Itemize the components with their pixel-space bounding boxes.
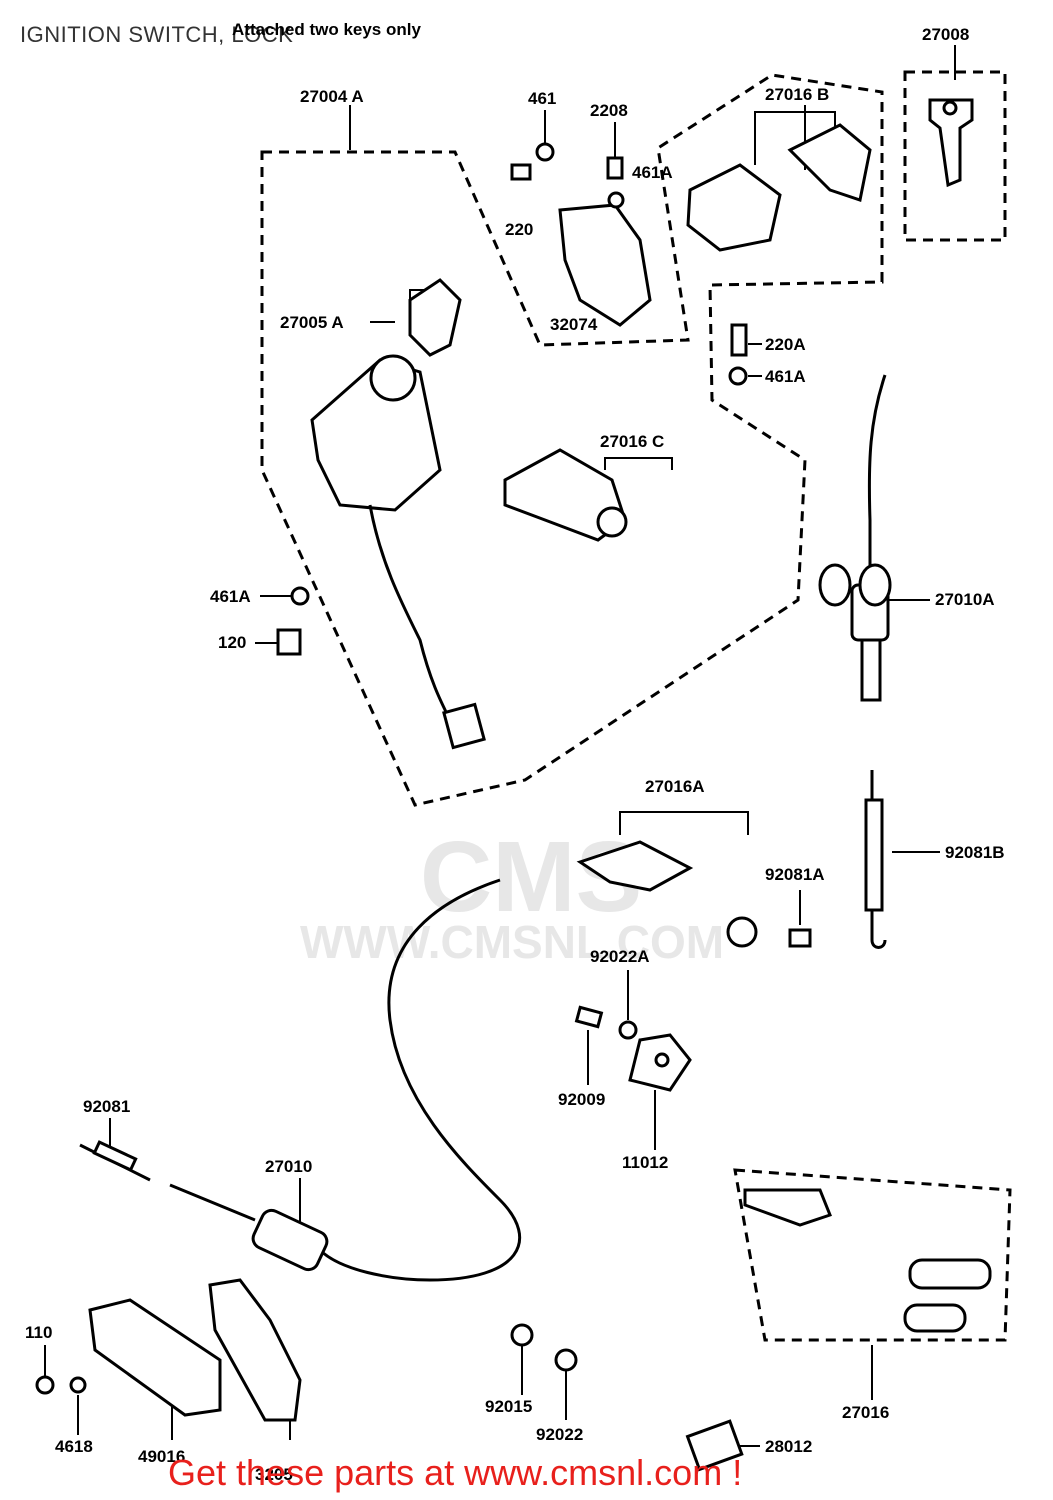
label-461a-mid: 461A: [765, 367, 806, 386]
footer-link[interactable]: Get these parts at www.cmsnl.com !: [168, 1452, 743, 1493]
spring-92081-coil: [92, 1140, 138, 1172]
label-92081: 92081: [83, 1097, 130, 1116]
bolt-110: [35, 1375, 55, 1395]
part-shapes: [35, 98, 992, 1472]
ignition-connector: [442, 702, 486, 750]
label-28012: 28012: [765, 1437, 812, 1456]
key-pair-27005a: [408, 278, 462, 357]
label-461a-left: 461A: [210, 587, 251, 606]
bolt-220a: [730, 323, 748, 357]
bracket-49016: [88, 1298, 222, 1417]
label-461a-top: 461A: [632, 163, 673, 182]
page-title: IGNITION SWITCH, LOCK: [20, 22, 294, 47]
switch-27010-shaft: [169, 1183, 256, 1222]
label-11012: 11012: [622, 1153, 668, 1172]
label-92022a: 92022A: [590, 947, 650, 966]
keys-note: Attached two keys only: [232, 20, 421, 39]
key-27016a: [576, 840, 694, 892]
spring-92081b-coil: [864, 798, 884, 912]
label-220: 220: [505, 220, 533, 239]
label-27008: 27008: [922, 25, 969, 44]
leader-lines: [44, 45, 956, 1447]
washer-92015: [510, 1323, 534, 1347]
lockset-27016-part-c: [908, 1258, 992, 1290]
seat-lock-cylinder: [596, 506, 628, 538]
label-92081a: 92081A: [765, 865, 825, 884]
label-27010: 27010: [265, 1157, 312, 1176]
label-220a: 220A: [765, 335, 806, 354]
ignition-key-cylinder: [369, 354, 417, 402]
label-120: 120: [218, 633, 246, 652]
group-outlines: [260, 70, 1012, 1342]
washer-92022: [554, 1348, 578, 1372]
bolt-2208: [606, 156, 624, 180]
label-32074: 32074: [550, 315, 598, 334]
lock-bracket-32074: [558, 203, 652, 327]
label-92015: 92015: [485, 1397, 532, 1416]
label-92081b: 92081B: [945, 843, 1005, 862]
washer-4618: [69, 1376, 87, 1394]
part-labels: 27008 27004 A 461 2208 461A 27016 B 220 …: [25, 25, 1005, 1484]
bolt-220: [510, 163, 532, 181]
label-49016: 49016: [138, 1447, 185, 1466]
label-27016c: 27016 C: [600, 432, 664, 451]
label-27016: 27016: [842, 1403, 889, 1422]
main-cable: [318, 878, 521, 1282]
lockset-27016-cylinder-a: [818, 563, 852, 607]
watermark-url: WWW.CMSNL.COM: [300, 916, 725, 968]
nut-461a-top: [607, 191, 625, 209]
collar-92081a: [726, 916, 758, 948]
label-27010a: 27010A: [935, 590, 995, 609]
switch-27010-body: [251, 1208, 329, 1272]
bracket-3205: [208, 1278, 302, 1422]
label-461: 461: [528, 89, 556, 108]
outline-27004a-group: [260, 73, 884, 807]
label-27004a: 27004 A: [300, 87, 364, 106]
label-27005a: 27005 A: [280, 313, 344, 332]
lockset-27016-cylinder-b: [858, 563, 892, 607]
key-27008-hole: [942, 100, 958, 116]
washer-92022a: [618, 1020, 638, 1040]
key-27008: [928, 98, 974, 188]
bolt-92081a: [788, 928, 812, 948]
label-92022: 92022: [536, 1425, 583, 1444]
nut-461a-mid: [728, 366, 748, 386]
cap-28012: [685, 1419, 744, 1472]
label-3205: 3205: [255, 1465, 293, 1484]
bolt-120: [276, 628, 302, 656]
label-27016a: 27016A: [645, 777, 705, 796]
switch-27010a-wire: [867, 374, 887, 585]
label-110: 110: [25, 1323, 52, 1342]
switch-27010a-tip: [860, 638, 882, 702]
spring-92081b: [870, 770, 887, 949]
lockset-27016-part-d: [903, 1303, 967, 1333]
bolt-92009: [574, 1005, 604, 1029]
label-27016b: 27016 B: [765, 85, 829, 104]
label-4618: 4618: [55, 1437, 93, 1456]
nut-461: [535, 142, 555, 162]
lockset-27016-key: [743, 1188, 832, 1227]
bracket-11012-hole: [654, 1052, 670, 1068]
key-pair-27016b: [787, 123, 872, 202]
steering-lock-body: [686, 163, 782, 252]
label-92009: 92009: [558, 1090, 605, 1109]
outline-27016-box: [733, 1168, 1012, 1342]
nut-461a-left: [290, 586, 310, 606]
label-2208: 2208: [590, 101, 628, 120]
ignition-switch-wire: [368, 504, 452, 721]
